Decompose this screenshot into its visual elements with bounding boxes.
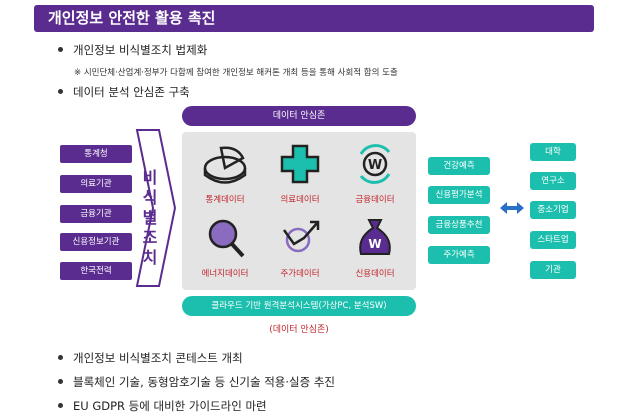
svg-text:W: W xyxy=(368,237,381,251)
trend-arrow-icon xyxy=(282,220,320,253)
bullet-dot xyxy=(58,355,63,360)
bullet-item: 데이터 분석 안심존 구축 xyxy=(58,84,190,100)
category-finance: W 금융데이터 xyxy=(340,142,410,205)
bullet-item: 개인정보 비식별조치 법제화 xyxy=(58,42,207,58)
deidentification-label: 비 식 별 조 치 xyxy=(140,168,160,268)
cloud-analysis-system: 클라우드 기반 원격분석시스템(가상PC, 분석SW) xyxy=(182,296,416,316)
deidentification-arrow xyxy=(135,129,177,287)
user-box: 대학 xyxy=(530,143,576,161)
user-box: 스타트업 xyxy=(530,231,576,249)
analysis-output-box: 금융상품추천 xyxy=(428,216,490,234)
user-box: 기관 xyxy=(530,261,576,279)
deid-char: 식 xyxy=(142,188,158,207)
category-label: 의료데이터 xyxy=(280,195,320,205)
source-box: 신용정보기관 xyxy=(60,233,132,251)
bullet-text: 개인정보 비식별조치 콘테스트 개최 xyxy=(73,351,243,365)
magnifier-icon xyxy=(208,219,245,258)
user-box: 중소기업 xyxy=(530,201,576,219)
source-box: 한국전력 xyxy=(60,262,132,280)
bullet-dot xyxy=(58,47,63,52)
source-box: 통계청 xyxy=(60,145,132,163)
bullet-text: 블록체인 기술, 동형암호기술 등 신기술 적용·실증 추진 xyxy=(73,375,336,389)
category-label: 통계데이터 xyxy=(205,195,245,205)
category-energy: 에너지데이터 xyxy=(190,216,260,279)
category-stock: 주가데이터 xyxy=(265,216,335,279)
analysis-output-box: 주가예측 xyxy=(428,246,490,264)
medical-cross-icon xyxy=(280,144,320,184)
deid-char: 별 xyxy=(142,208,158,227)
pie-chart-icon xyxy=(203,146,247,184)
analysis-output-box: 건강예측 xyxy=(428,157,490,175)
bullet-dot xyxy=(58,403,63,408)
footnote: ※ 시민단체·산업계·정부가 다함께 참여한 개인정보 해커톤 개최 등을 통해… xyxy=(74,68,398,78)
source-box: 의료기관 xyxy=(60,175,132,193)
category-credit: W 신용데이터 xyxy=(340,216,410,279)
page-title: 개인정보 안전한 활용 촉진 xyxy=(34,5,594,32)
safe-zone-header: 데이터 안심존 xyxy=(182,106,416,126)
bullet-text: 개인정보 비식별조치 법제화 xyxy=(73,43,208,57)
bullet-text: 데이터 분석 안심존 구축 xyxy=(73,85,190,99)
category-label: 에너지데이터 xyxy=(201,269,249,279)
analysis-output-box: 신용평가분석 xyxy=(428,186,490,204)
category-stats: 통계데이터 xyxy=(190,142,260,205)
category-label: 주가데이터 xyxy=(280,269,320,279)
double-arrow-icon xyxy=(500,202,524,214)
user-box: 연구소 xyxy=(530,172,576,190)
svg-text:W: W xyxy=(368,158,382,173)
safe-zone-caption: (데이터 안심존) xyxy=(269,325,329,335)
category-medical: 의료데이터 xyxy=(265,142,335,205)
deid-char: 조 xyxy=(142,228,158,247)
source-box: 금융기관 xyxy=(60,205,132,223)
category-label: 금융데이터 xyxy=(355,195,395,205)
currency-cycle-icon: W xyxy=(359,144,391,184)
deid-char: 비 xyxy=(142,168,158,187)
bullet-item: 블록체인 기술, 동형암호기술 등 신기술 적용·실증 추진 xyxy=(58,374,335,390)
bullet-item: EU GDPR 등에 대비한 가이드라인 마련 xyxy=(58,398,267,414)
bullet-item: 개인정보 비식별조치 콘테스트 개최 xyxy=(58,350,243,366)
deid-char: 치 xyxy=(142,248,158,267)
bullet-text: EU GDPR 등에 대비한 가이드라인 마련 xyxy=(73,399,267,413)
bullet-dot xyxy=(58,379,63,384)
bullet-dot xyxy=(58,89,63,94)
category-label: 신용데이터 xyxy=(355,269,395,279)
money-bag-icon: W xyxy=(359,219,391,255)
